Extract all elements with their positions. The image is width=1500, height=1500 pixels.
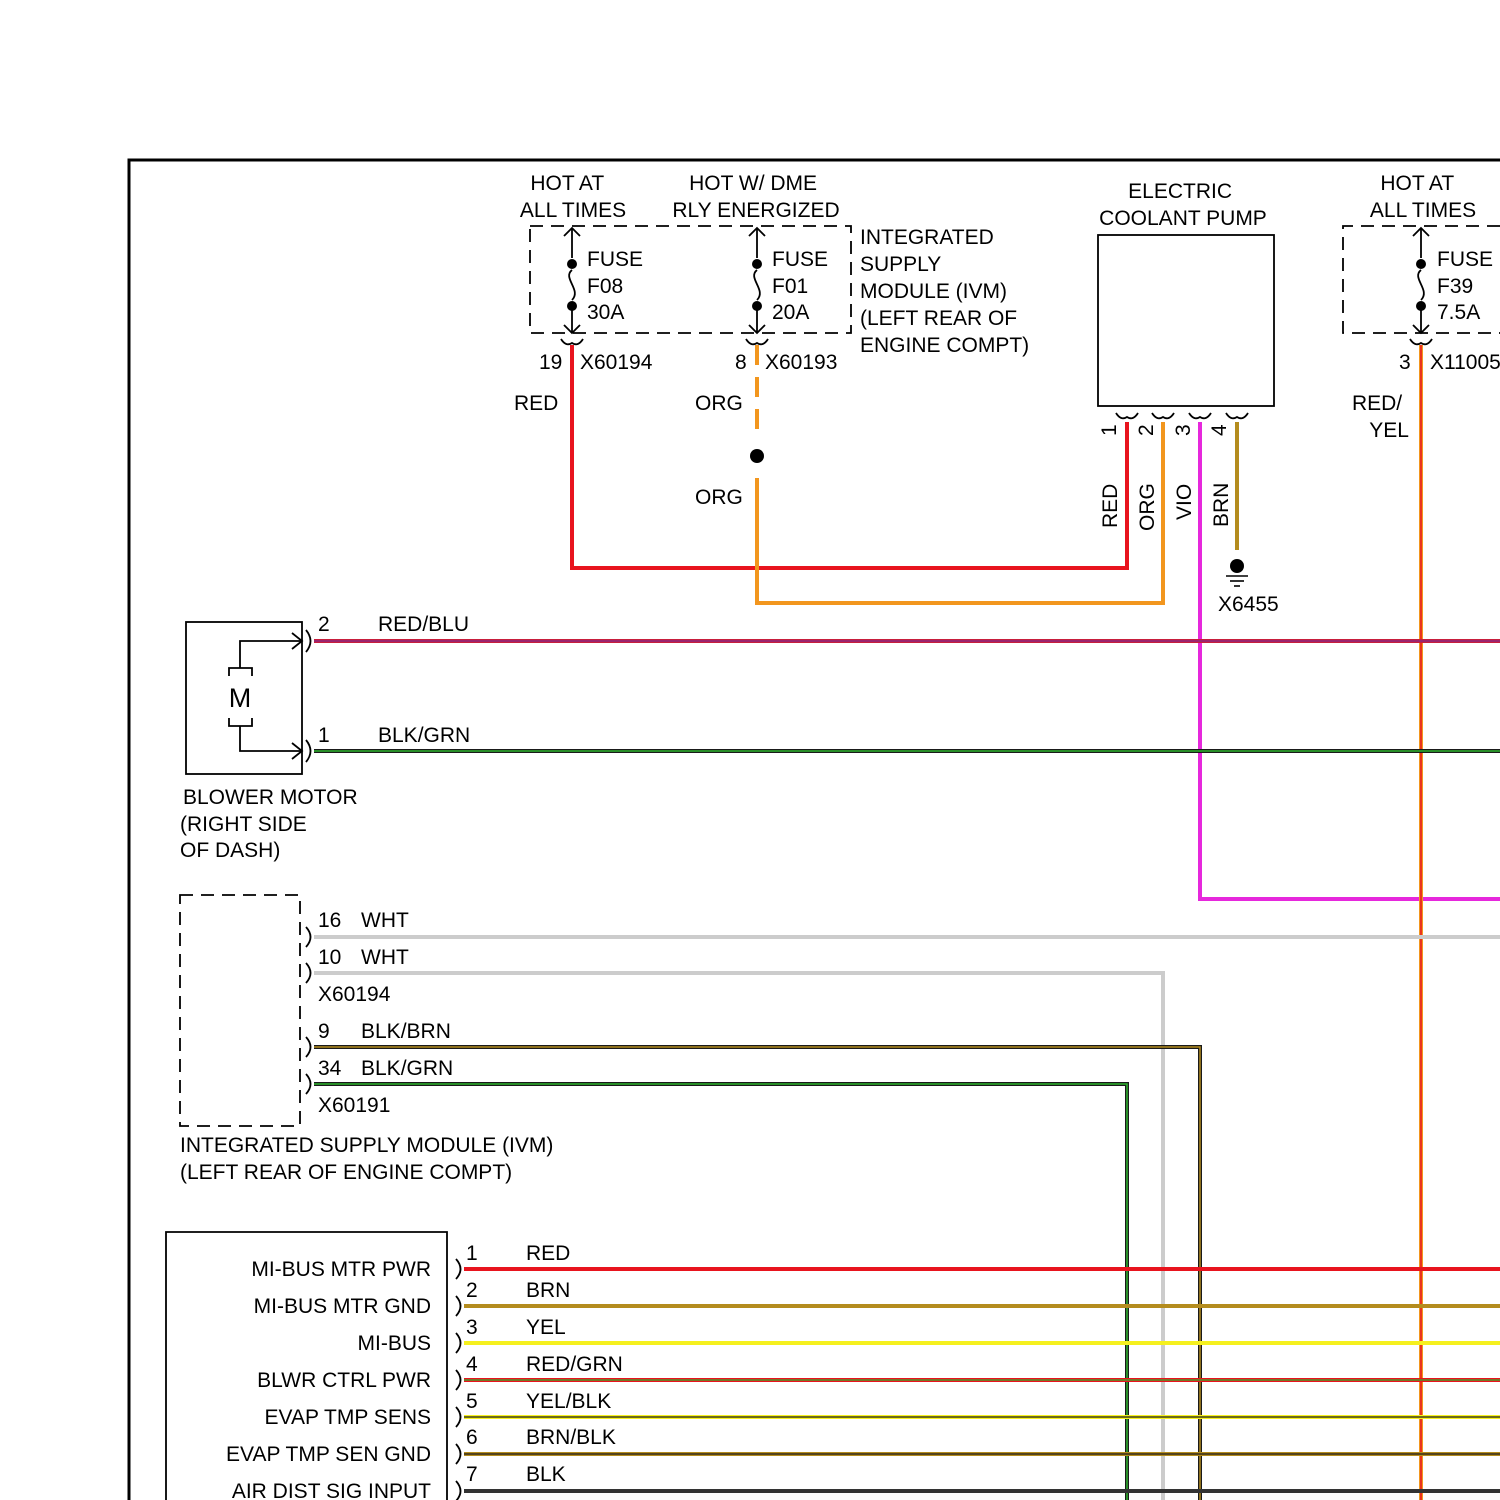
ivm-pin-34: 34 [318,1057,342,1080]
pump-pin-4: 4 [1208,424,1231,436]
pump-wire-red: RED [1099,484,1122,528]
coolant-pump [1098,235,1274,418]
fuse-f01-dot-top [752,259,762,269]
module-row-1-wire: RED [526,1242,570,1265]
ivm-lower-dashed-box [180,895,300,1126]
module-row-3-label: MI-BUS [358,1332,432,1355]
coolant-pump-box [1098,235,1274,406]
fuse-f08-dot-bottom [567,301,577,311]
connector-x60193-top [746,339,768,344]
module-row-3-wire: YEL [526,1316,566,1339]
splice-dot [750,449,764,463]
fuse-f08-label: FUSE F08 30A [587,248,649,324]
ivm-wire-34: BLK/GRN [361,1057,453,1080]
fuse-f01-label: FUSE F01 20A [772,248,834,324]
pump-wire-org: ORG [1136,483,1159,531]
pump-pin-3: 3 [1172,424,1195,436]
pump-wire-brn: BRN [1210,483,1233,527]
module-row-7-pin: 7 [466,1463,478,1486]
blower-motor-label: BLOWER MOTOR (RIGHT SIDE OF DASH) [180,786,363,862]
fuse-f39-dot-bottom [1416,301,1426,311]
fuse-f01-symbol [749,228,765,333]
fuse-f08-symbol [564,228,580,333]
pump-wire-vio: VIO [1173,484,1196,520]
wires [314,345,1500,1500]
module-row-2-wire: BRN [526,1279,570,1302]
fuse-f39-dot-top [1416,259,1426,269]
connector-x60193-label: X60193 [765,351,837,374]
ivm-wire-9: BLK/BRN [361,1020,451,1043]
pump-pin-2: 2 [1135,424,1158,436]
wire-org-label-2: ORG [695,486,743,509]
hot-at-all-times-label: HOT AT ALL TIMES [520,172,626,222]
ivm-wire-10: WHT [361,946,409,969]
connector-x11005-label: X11005 [1430,351,1500,374]
wire-red-label: RED [514,392,558,415]
ivm-pin-16: 16 [318,909,341,932]
climate-module-connectors [456,1259,461,1500]
coolant-pump-title: ELECTRIC COOLANT PUMP [1099,180,1267,230]
hot-dme-label: HOT W/ DME RLY ENERGIZED [672,172,839,222]
ivm-lower-label: INTEGRATED SUPPLY MODULE (IVM) (LEFT REA… [180,1134,559,1184]
wire-org-label-1: ORG [695,392,743,415]
coolant-pump-connectors [1116,413,1248,418]
ivm-connector-x60194: X60194 [318,983,391,1006]
module-row-7-wire: BLK [526,1463,566,1486]
fuse-f08-dot-top [567,259,577,269]
wire-red-yel-label: RED/ YEL [1352,392,1409,442]
wire-red-f08-pump [572,345,1127,568]
ground-label: X6455 [1218,593,1279,616]
ivm-connector-x60191: X60191 [318,1094,390,1117]
blower-wire-red-blu: RED/BLU [378,613,469,636]
fuse-f39-label: FUSE F39 7.5A [1437,248,1499,324]
module-row-6-pin: 6 [466,1426,478,1449]
ivm-pin-9: 9 [318,1020,330,1043]
module-row-6-wire: BRN/BLK [526,1426,616,1449]
module-row-5-pin: 5 [466,1390,478,1413]
wire-wht-10 [314,973,1163,1500]
module-row-2-pin: 2 [466,1279,478,1302]
pin-19-label: 19 [539,351,562,374]
module-row-4-pin: 4 [466,1353,478,1376]
module-row-5-wire: YEL/BLK [526,1390,611,1413]
pump-pin-1: 1 [1098,424,1121,436]
connector-x11005 [1410,339,1432,344]
ivm-wire-16: WHT [361,909,409,932]
module-row-6-label: EVAP TMP SEN GND [226,1443,431,1466]
ground-dot [1230,559,1244,573]
blower-pin-2: 2 [318,613,330,636]
module-row-5-label: EVAP TMP SENS [264,1406,431,1429]
pin-8-label: 8 [735,351,747,374]
ground-symbol [1226,559,1248,586]
hot-at-all-times-right-label: HOT AT ALL TIMES [1370,172,1476,222]
blower-pin-1: 1 [318,724,330,747]
ivm-module-label: INTEGRATED SUPPLY MODULE (IVM) (LEFT REA… [860,226,1029,357]
connector-x60194-label: X60194 [580,351,653,374]
module-row-4-wire: RED/GRN [526,1353,623,1376]
fuse-f39-symbol [1413,228,1429,333]
ivm-pin-10: 10 [318,946,341,969]
ivm-lower [180,895,311,1126]
module-row-2-label: MI-BUS MTR GND [254,1295,431,1318]
climate-module-rows: MI-BUS MTR PWR 1 RED MI-BUS MTR GND 2 BR… [226,1242,623,1500]
module-row-3-pin: 3 [466,1316,478,1339]
module-row-7-label: AIR DIST SIG INPUT [232,1480,431,1500]
motor-symbol-letter: M [229,683,252,713]
module-row-1-label: MI-BUS MTR PWR [251,1258,431,1281]
module-row-4-label: BLWR CTRL PWR [257,1369,431,1392]
fuse-f01-dot-bottom [752,301,762,311]
wire-vio-pump [1200,422,1500,899]
ivm-lower-connectors [306,927,311,1094]
blower-wire-blk-grn: BLK/GRN [378,724,470,747]
pin-3-right-label: 3 [1399,351,1411,374]
module-row-1-pin: 1 [466,1242,478,1265]
connector-x60194-top [561,339,583,344]
